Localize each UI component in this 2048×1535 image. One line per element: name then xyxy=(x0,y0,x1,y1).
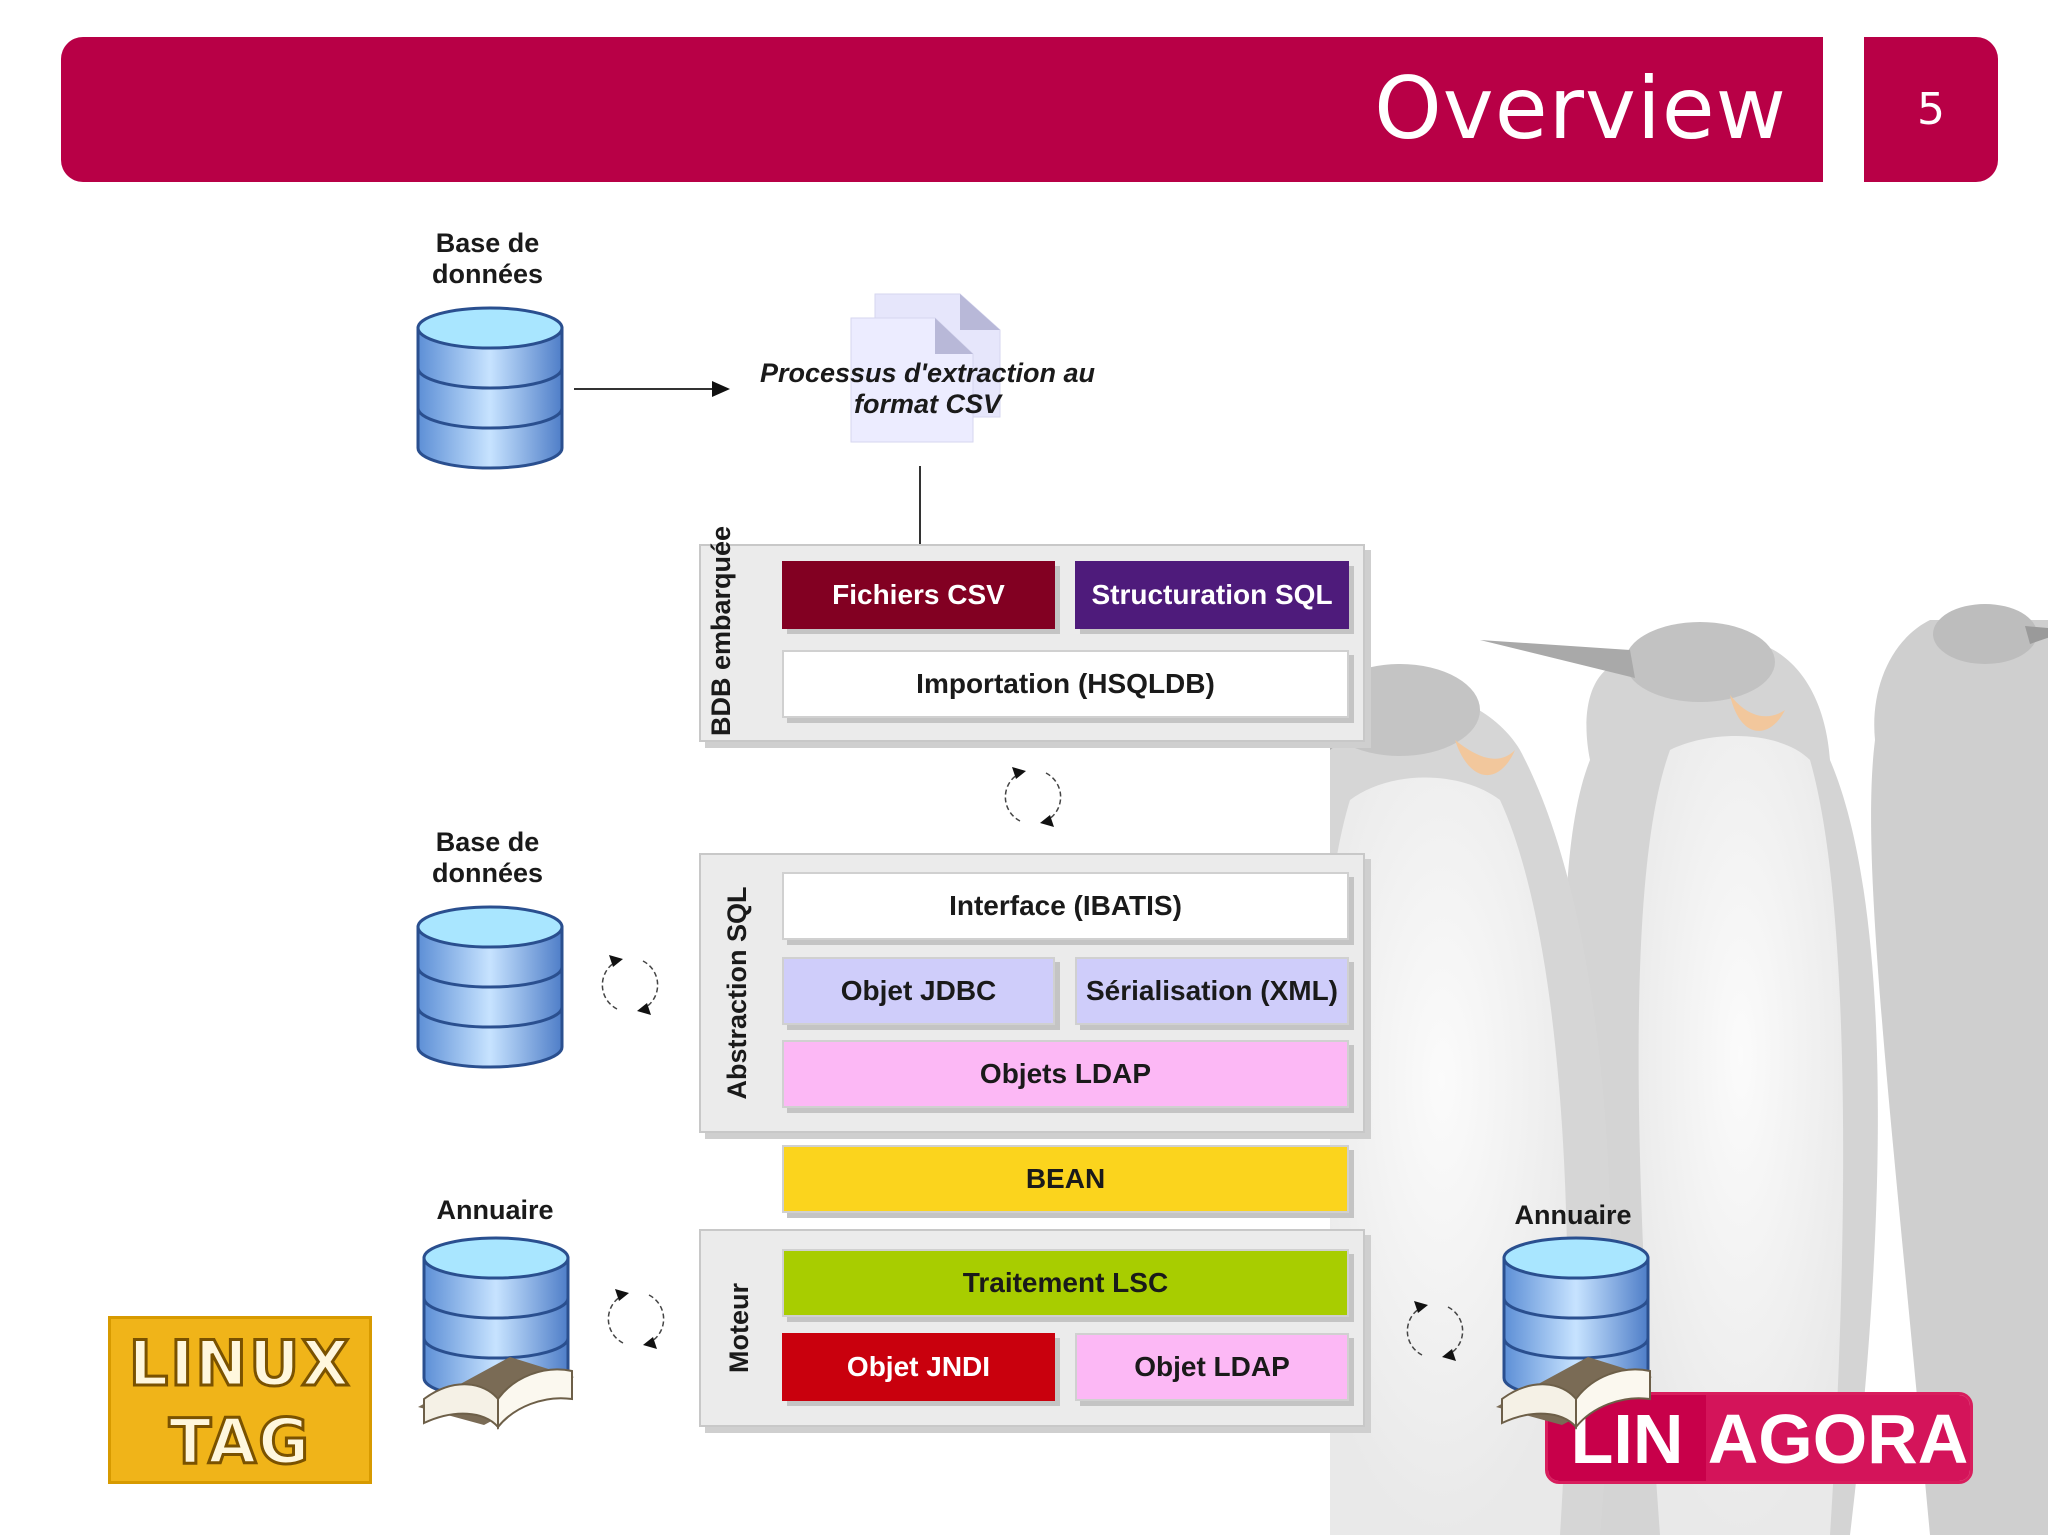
db-mid-label: Base de données xyxy=(431,827,544,888)
page-title: Overview xyxy=(1374,59,1787,159)
book-icon xyxy=(1496,1357,1652,1430)
jdbc-object-block: Objet JDBC xyxy=(782,957,1055,1025)
sync-arrows-icon xyxy=(1004,767,1062,827)
linux-tag-logo-linux: LINUX xyxy=(127,1326,352,1402)
bean-block: BEAN xyxy=(782,1145,1349,1213)
title-bar: Overview xyxy=(61,37,1823,182)
sync-arrows-icon xyxy=(607,1289,665,1349)
csv-files-block: Fichiers CSV xyxy=(782,561,1055,629)
linux-tag-logo: LINUX TAG xyxy=(108,1316,372,1484)
linux-tag-logo-tag: TAG xyxy=(167,1404,312,1480)
abstraction-group-label: Abstraction SQL xyxy=(722,886,752,1100)
arrow-right-icon xyxy=(574,381,730,397)
jndi-object-block: Objet JNDI xyxy=(782,1333,1055,1401)
page-number: 5 xyxy=(1917,84,1945,135)
sync-arrows-icon xyxy=(601,955,659,1015)
extraction-label: Processus d'extraction au format CSV xyxy=(759,358,1096,419)
engine-group-label: Moteur xyxy=(724,1283,754,1373)
bdb-group-label: BDB embarquée xyxy=(706,525,736,736)
linagora-logo-agora: AGORA xyxy=(1706,1395,1970,1481)
linagora-logo: LIN AGORA xyxy=(1545,1392,1973,1484)
ldap-object-block: Objet LDAP xyxy=(1075,1333,1349,1401)
interface-block: Interface (IBATIS) xyxy=(782,872,1349,940)
directory-left-label: Annuaire xyxy=(436,1195,554,1225)
directory-right-label: Annuaire xyxy=(1514,1200,1632,1230)
document-icon xyxy=(850,293,1001,443)
import-block: Importation (HSQLDB) xyxy=(782,650,1349,718)
sync-arrows-icon xyxy=(1406,1301,1464,1361)
serialization-block: Sérialisation (XML) xyxy=(1075,957,1349,1025)
lsc-processing-block: Traitement LSC xyxy=(782,1249,1349,1317)
database-icon xyxy=(416,905,564,1069)
database-icon xyxy=(422,1236,570,1400)
book-icon xyxy=(418,1357,574,1430)
db-top-label: Base de données xyxy=(431,228,544,289)
ldap-objects-block: Objets LDAP xyxy=(782,1040,1349,1108)
page-number-box: 5 xyxy=(1864,37,1998,182)
database-icon xyxy=(1502,1236,1650,1400)
database-icon xyxy=(416,306,564,470)
sql-structuring-block: Structuration SQL xyxy=(1075,561,1349,629)
